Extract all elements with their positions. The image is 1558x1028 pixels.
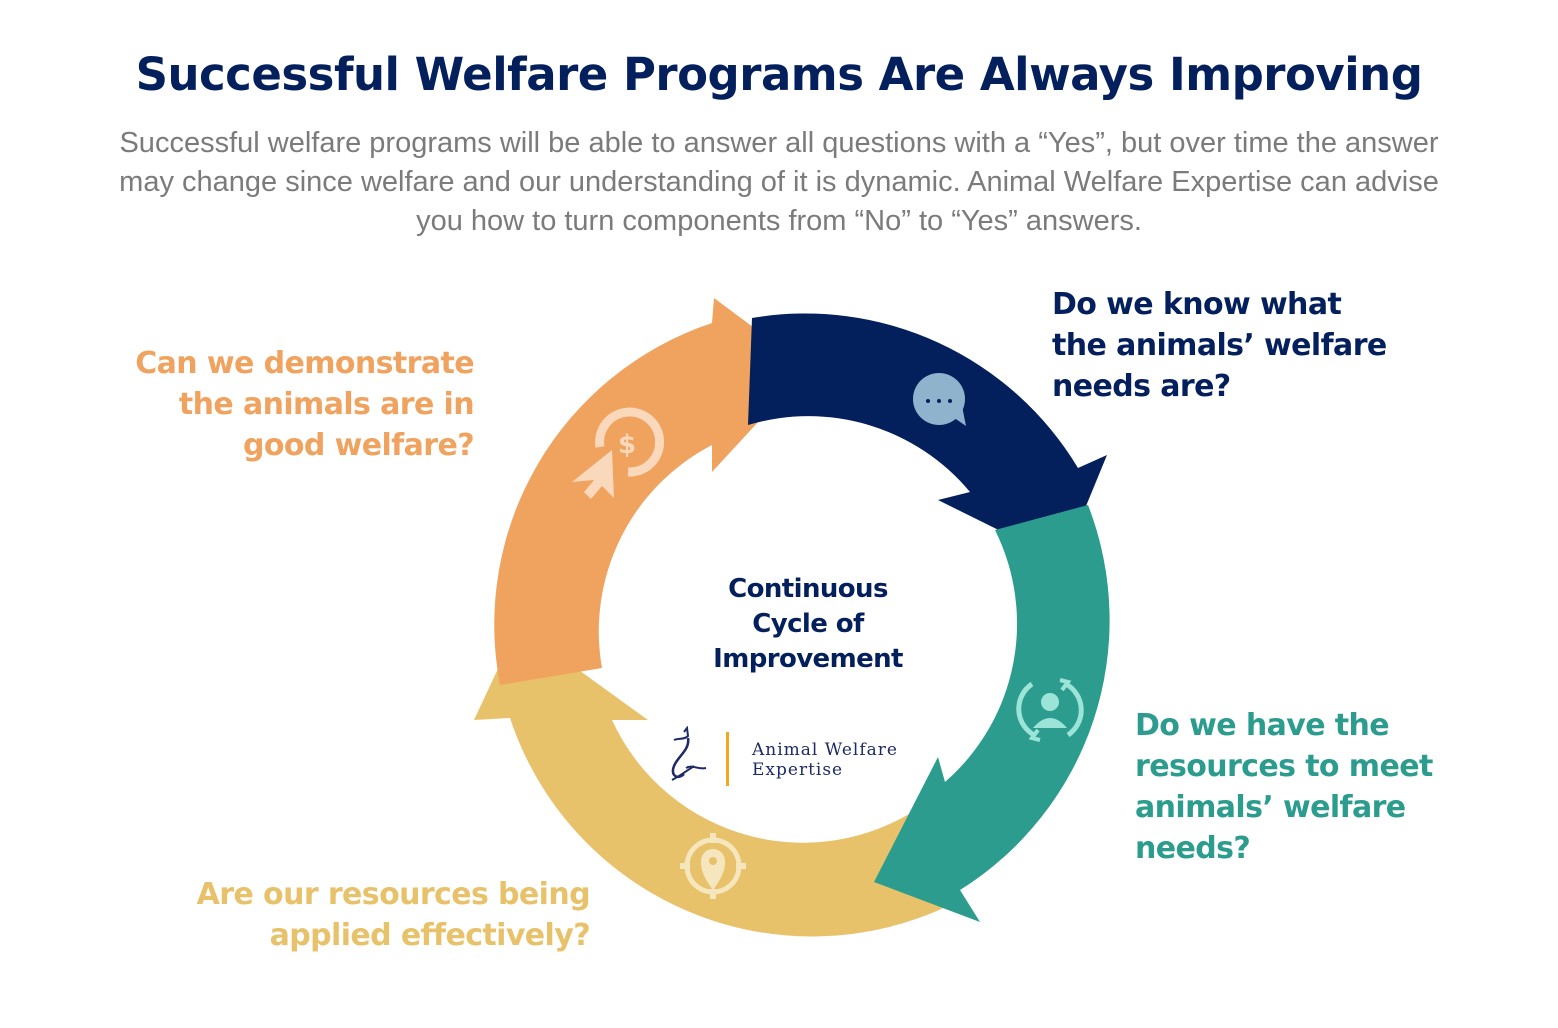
center-label-line: Improvement — [713, 644, 903, 674]
question-line: good welfare? — [243, 428, 475, 463]
logo-divider — [726, 732, 729, 786]
question-line: resources to meet — [1135, 749, 1433, 784]
question-demonstrate-welfare: Can we demonstrate the animals are in go… — [60, 343, 474, 466]
dollar-click-icon: $ — [572, 407, 665, 499]
cycle-arrow-know-needs — [748, 313, 1107, 562]
logo-line: Expertise — [752, 760, 844, 780]
cycle-arrow-demonstrate-welfare — [494, 298, 808, 685]
logo-wordmark: Animal Welfare Expertise — [752, 740, 898, 780]
question-line: animals’ welfare — [1135, 790, 1406, 825]
center-label-line: Continuous — [728, 574, 888, 604]
person-cycle-icon — [1016, 678, 1084, 742]
question-line: needs? — [1135, 831, 1251, 866]
question-line: applied effectively? — [269, 918, 591, 953]
question-line: Are our resources being — [196, 877, 591, 912]
cycle-center-label: Continuous Cycle of Improvement — [680, 572, 936, 677]
center-label-line: Cycle of — [752, 609, 864, 639]
question-line: the animals’ welfare — [1052, 328, 1387, 363]
location-target-icon — [680, 833, 746, 899]
cycle-arrow-have-resources — [874, 505, 1110, 922]
page-title: Successful Welfare Programs Are Always I… — [135, 48, 1423, 101]
question-line: needs are? — [1052, 369, 1231, 404]
question-have-resources: Do we have the resources to meet animals… — [1135, 705, 1535, 869]
question-line: Do we know what — [1052, 287, 1342, 322]
question-line: Do we have the — [1135, 708, 1390, 743]
question-know-needs: Do we know what the animals’ welfare nee… — [1052, 284, 1472, 407]
question-line: Can we demonstrate — [135, 346, 474, 381]
question-resources-applied: Are our resources being applied effectiv… — [100, 874, 591, 956]
speech-bubble-icon — [913, 373, 966, 426]
otter-logo-icon — [671, 726, 707, 781]
svg-text:$: $ — [618, 430, 636, 460]
question-line: the animals are in — [178, 387, 475, 422]
brand-logo: Animal Welfare Expertise — [664, 726, 934, 788]
page-subtitle: Successful welfare programs will be able… — [119, 127, 1439, 237]
cycle-arrow-resources-applied — [474, 626, 950, 937]
logo-line: Animal Welfare — [752, 740, 898, 760]
